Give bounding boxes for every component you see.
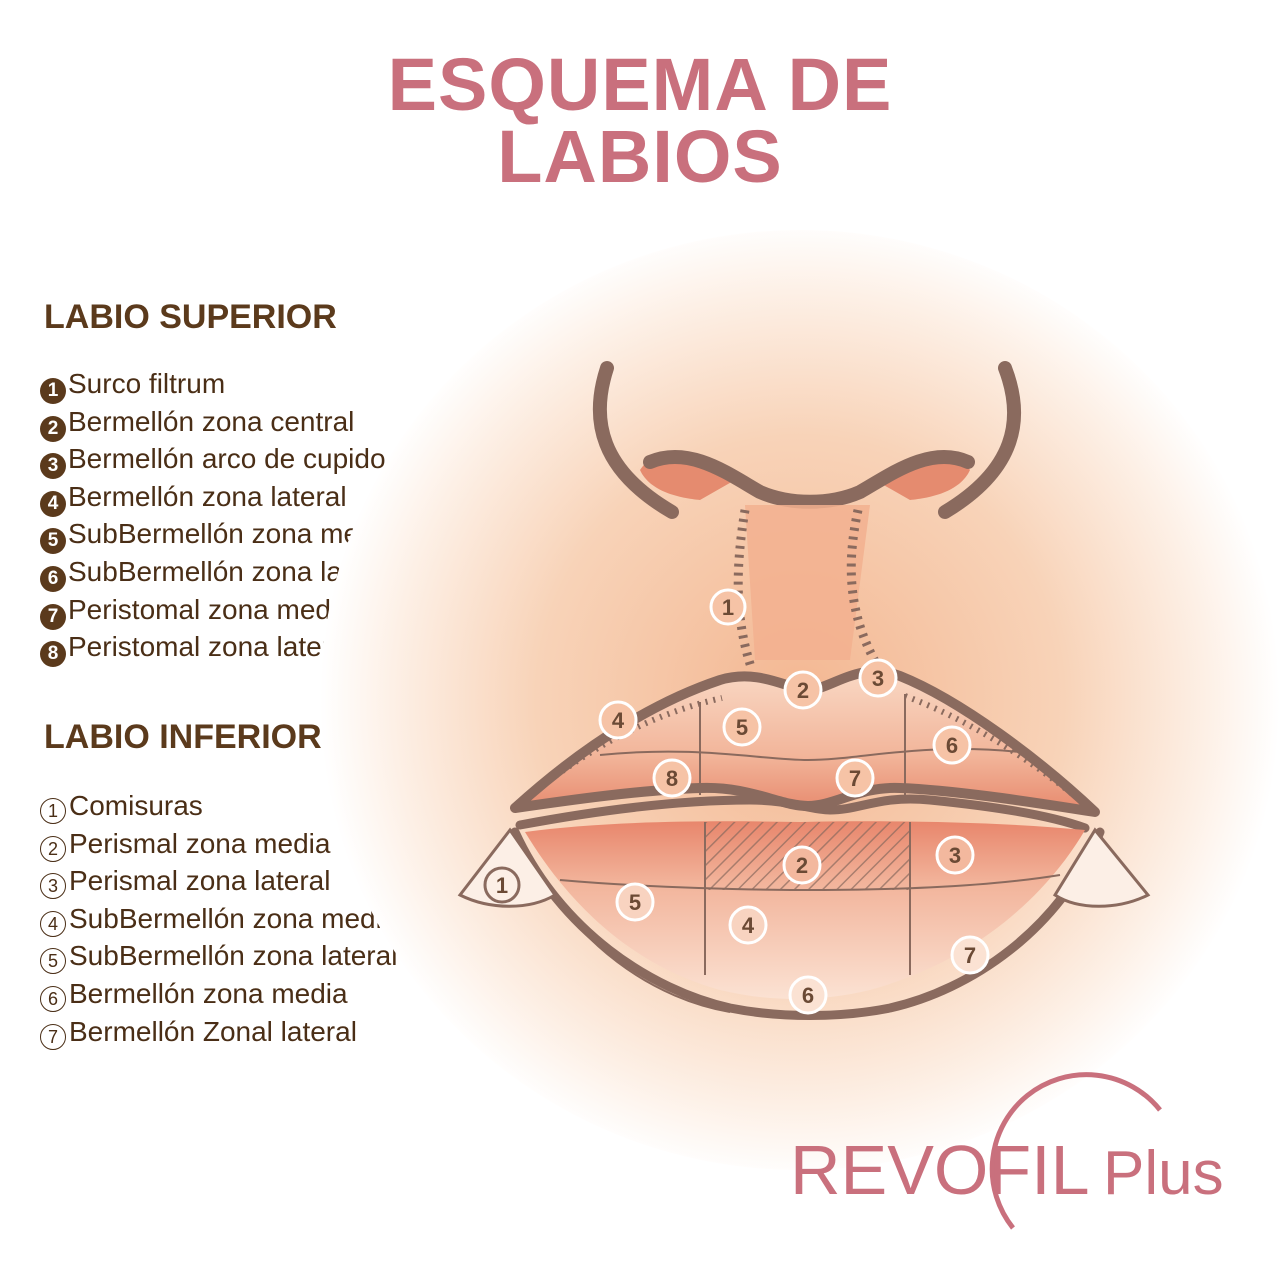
number-badge: 7 [40,1023,66,1050]
commissure-right [1052,827,1151,908]
upper-lip-outline-right [903,693,1082,803]
lower-divider-3 [559,874,1061,892]
svg-text:6: 6 [946,733,958,758]
marker-upper-6: 6 [932,725,972,765]
svg-text:6: 6 [802,983,814,1008]
legend-label: Bermellón zona central [68,405,355,437]
nose-base [643,450,975,509]
philtrum-line-right [846,509,884,673]
svg-text:5: 5 [629,890,641,915]
svg-text:1: 1 [496,873,508,898]
nose-bridge-right [938,361,1022,519]
number-badge: 4 [40,490,66,517]
number-badge: 7 [40,603,66,630]
number-badge: 6 [40,565,66,592]
logo-suffix: Plus [1103,1139,1224,1208]
legend-label: Bermellón zona media [69,977,348,1009]
svg-text:3: 3 [872,666,884,691]
marker-upper-5: 5 [722,707,762,747]
svg-text:7: 7 [849,766,861,791]
philtrum-area [745,505,870,660]
number-badge: 8 [40,641,66,668]
number-badge: 5 [40,948,66,975]
marker-upper-3: 3 [858,658,898,698]
legend-label: Perismal zona lateral [69,865,331,897]
legend-label: Bermellón Zonal lateral [69,1015,357,1047]
nose-bridge-left [592,361,679,519]
logo-brand: REVOFIL [790,1131,1090,1209]
number-badge: 1 [40,378,66,404]
lower-lip-outline [510,827,1105,1020]
legend-label: SubBermellón zona media [69,902,398,934]
svg-text:4: 4 [742,913,755,938]
marker-upper-1: 1 [709,588,747,626]
svg-text:5: 5 [736,715,748,740]
number-badge: 2 [40,835,66,862]
svg-text:3: 3 [949,843,961,868]
marker-lower-7: 7 [950,935,990,975]
legend-label: SubBermellón zona lateral [69,940,398,972]
svg-text:1: 1 [722,595,734,620]
svg-text:7: 7 [964,943,976,968]
svg-text:2: 2 [796,853,808,878]
marker-lower-1: 1 [483,866,521,904]
number-badge: 2 [40,415,66,442]
legend-label: Comisuras [69,790,203,821]
marker-upper-4: 4 [598,700,638,740]
marker-upper-7: 7 [835,758,875,798]
page-title-line-1: ESQUEMA DE [387,43,893,126]
marker-lower-4: 4 [728,905,768,945]
marker-lower-6: 6 [788,975,828,1015]
heading-labio-inferior: LABIO INFERIOR [44,718,322,756]
marker-upper-2: 2 [783,670,823,710]
legend-label: Perismal zona media [69,827,331,859]
marker-lower-3: 3 [935,835,975,875]
legend-label: Bermellón arco de cupido [68,443,386,475]
number-badge: 1 [40,798,66,824]
svg-text:8: 8 [666,766,678,791]
legend-label: SubBermellón zona media [68,518,397,550]
legend-label: Surco filtrum [68,368,226,399]
number-badge: 3 [40,873,66,900]
legend-label: Peristomal zona lateral [68,631,353,663]
number-badge: 3 [40,453,66,480]
number-badge: 5 [40,528,66,555]
svg-text:4: 4 [612,708,625,733]
philtrum-line-left [733,509,757,672]
number-badge: 6 [40,985,66,1012]
page-title-line-2: LABIOS [497,115,783,198]
number-badge: 4 [40,910,66,937]
marker-upper-8: 8 [652,758,692,798]
heading-labio-superior: LABIO SUPERIOR [44,298,337,336]
legend-label: Peristomal zona media [68,593,353,625]
mouth-line [515,794,1090,833]
marker-lower-2: 2 [782,845,822,885]
marker-lower-5: 5 [615,882,655,922]
logo-ring [989,1072,1162,1230]
svg-text:2: 2 [797,678,809,703]
legend-label: Bermellón zona lateral [68,480,347,512]
